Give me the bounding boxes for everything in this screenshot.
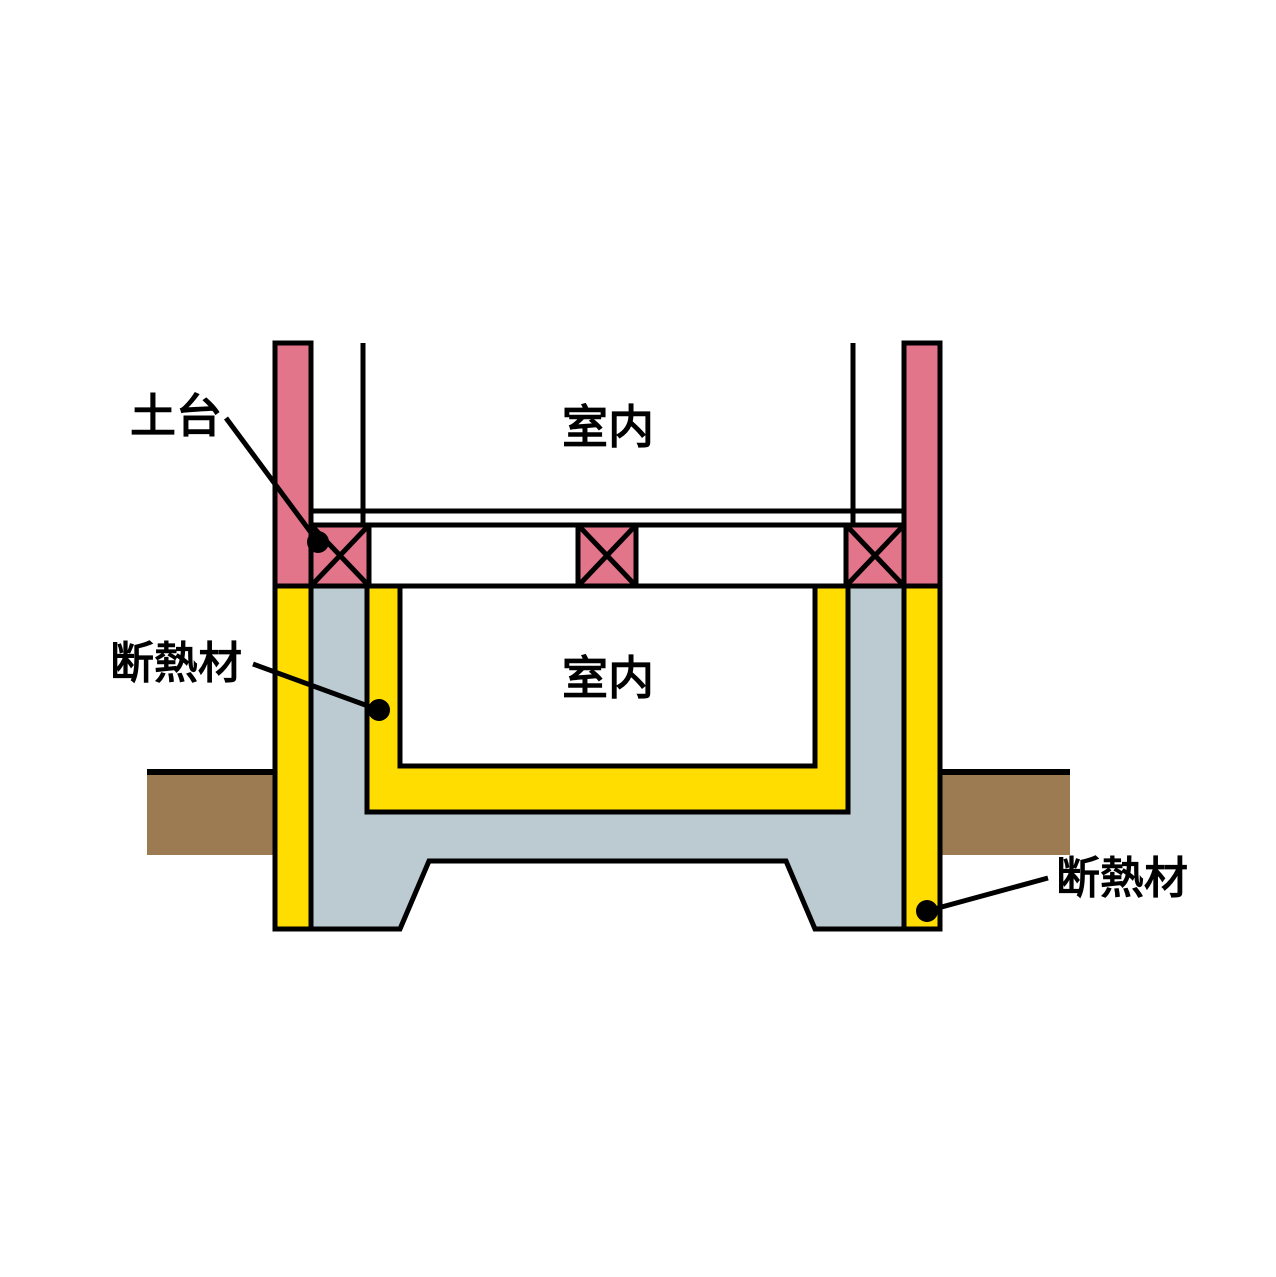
insulation-right-leader-dot	[916, 900, 938, 922]
right-outer-insulation-strip	[901, 583, 943, 932]
inner-insulation-inner-outline	[397, 586, 818, 769]
right-soil-region	[928, 771, 1070, 855]
left-stud-wall	[272, 340, 314, 589]
sill-leader-dot	[307, 531, 329, 553]
right-sill-plate-hatch-b	[844, 523, 906, 588]
upper-interior-void	[311, 343, 904, 526]
center-sill-plate-hatch-b	[576, 523, 638, 588]
center-sill-plate	[575, 522, 639, 589]
insulation-left-leader-line	[252, 661, 380, 713]
left-sill-plate	[308, 522, 372, 589]
text-labels-group: 土台 断熱材 断熱材 室内 室内	[110, 389, 1188, 904]
upper-structure-group	[272, 340, 943, 589]
insulation-left-leader-dot	[368, 699, 390, 721]
outer-insulation-group	[272, 583, 943, 932]
insulation-right-leader-line	[926, 875, 1049, 914]
label-insulation-right: 断熱材	[1056, 853, 1188, 904]
label-interior-lower: 室内	[562, 651, 654, 705]
left-sill-plate-hatch-b	[309, 523, 371, 588]
inner-insulation-outer-outline	[364, 586, 851, 815]
right-sill-plate	[843, 522, 907, 589]
basement-interior-void	[400, 586, 815, 766]
label-sill: 土台	[130, 389, 222, 443]
sill-leader-line	[223, 416, 321, 544]
annotation-leaders-group	[223, 416, 1049, 922]
label-insulation-left: 断熱材	[110, 638, 242, 689]
label-interior-upper: 室内	[562, 400, 654, 454]
right-stud-wall	[901, 340, 943, 589]
left-outer-insulation-strip	[272, 583, 314, 932]
